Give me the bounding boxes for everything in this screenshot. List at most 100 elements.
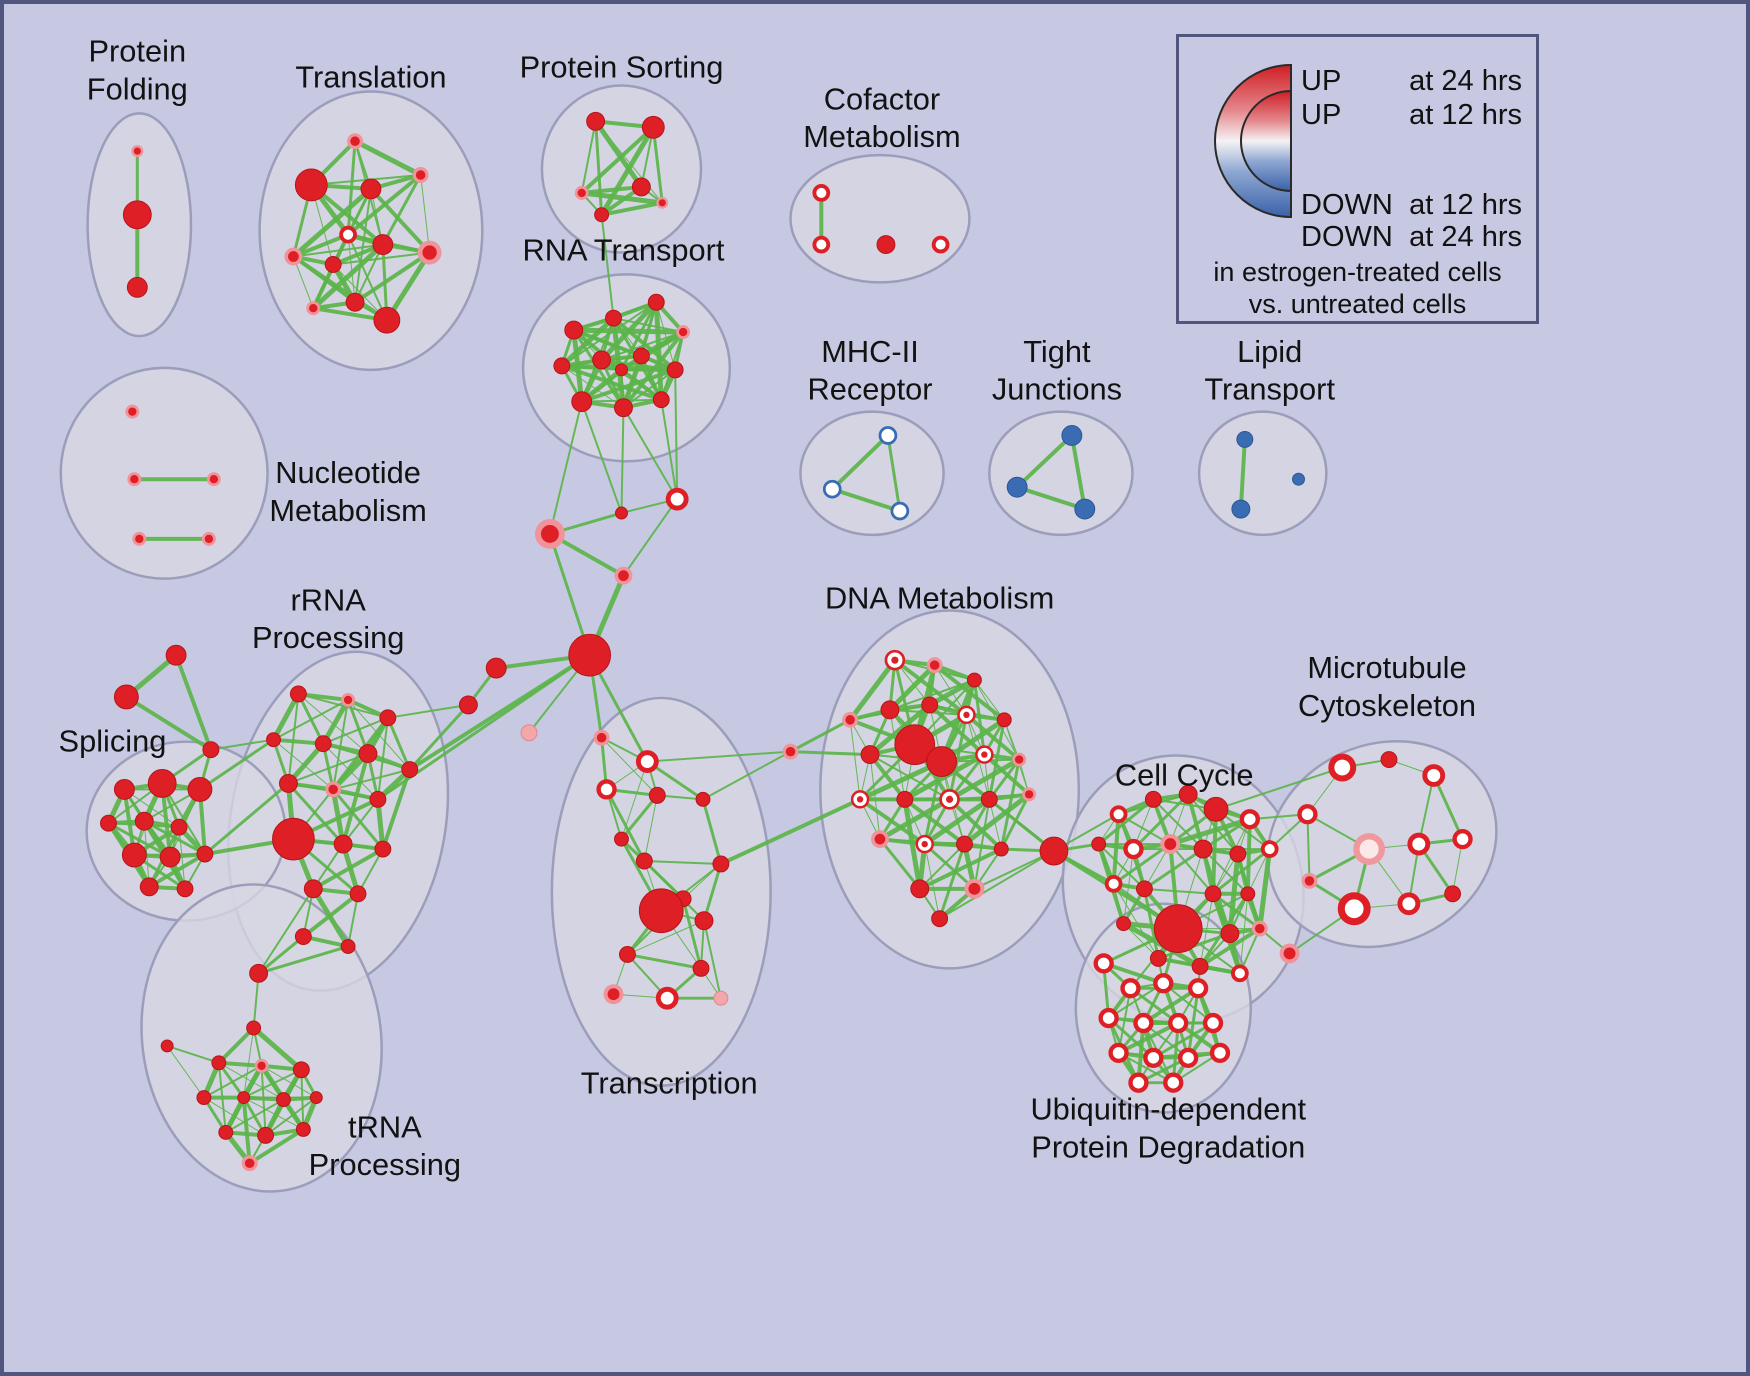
- network-node: [187, 776, 213, 802]
- network-edge: [653, 299, 664, 403]
- network-node: [257, 1126, 275, 1144]
- network-edge: [290, 186, 374, 260]
- network-edge: [347, 892, 360, 948]
- network-edge: [346, 698, 370, 756]
- network-node: [648, 786, 666, 804]
- network-node: [694, 911, 714, 931]
- network-node: [345, 292, 365, 312]
- network-node-core: [785, 746, 796, 757]
- network-node: [202, 741, 220, 759]
- network-edge: [1069, 433, 1087, 512]
- network-node: [1061, 425, 1083, 446]
- network-edge: [1257, 846, 1273, 932]
- network-node: [1120, 978, 1141, 999]
- network-node: [1203, 796, 1229, 822]
- network-node-core: [577, 188, 586, 198]
- network-node: [564, 320, 584, 340]
- network-node: [122, 200, 152, 230]
- network-edge: [973, 679, 1005, 721]
- network-node: [1006, 476, 1028, 498]
- network-edge: [888, 679, 976, 711]
- network-node: [635, 852, 653, 870]
- legend-caption-line2: vs. untreated cells: [1248, 289, 1467, 319]
- network-node: [1328, 753, 1357, 782]
- network-edge: [973, 798, 991, 890]
- network-node: [956, 835, 973, 853]
- network-node: [379, 709, 397, 727]
- network-node: [272, 817, 315, 861]
- network-edge: [1015, 433, 1074, 490]
- network-node: [160, 1039, 174, 1053]
- network-node: [276, 1092, 291, 1108]
- network-node: [880, 700, 900, 720]
- network-node: [635, 750, 659, 773]
- network-edge: [354, 243, 384, 304]
- network-edge: [571, 328, 624, 372]
- network-node: [1193, 839, 1213, 859]
- network-node-core: [130, 475, 139, 484]
- network-node: [1202, 1012, 1224, 1034]
- network-edge: [601, 737, 658, 796]
- network-node: [614, 831, 629, 847]
- network-node: [1337, 892, 1371, 926]
- network-node: [314, 735, 332, 753]
- network-node-core: [891, 656, 899, 664]
- network-edge: [216, 1026, 256, 1065]
- network-edge: [368, 186, 432, 255]
- network-edge: [1186, 792, 1206, 852]
- network-node: [294, 928, 312, 945]
- up-down-legend-glyph: [1214, 63, 1292, 219]
- network-node: [266, 732, 281, 748]
- network-edge: [830, 433, 890, 492]
- network-edge: [209, 738, 275, 751]
- network-node: [638, 888, 684, 934]
- network-edge: [560, 301, 658, 367]
- network-edge: [559, 315, 617, 369]
- network-node: [1135, 880, 1153, 898]
- network-node: [520, 724, 538, 742]
- network-node: [292, 1061, 310, 1079]
- network-node: [1143, 1047, 1164, 1068]
- network-node-core: [968, 882, 981, 895]
- network-edge: [599, 124, 656, 218]
- network-node: [1091, 836, 1107, 852]
- network-edge: [202, 1064, 263, 1099]
- cluster-label-dna-metabolism: DNA Metabolism: [825, 580, 1054, 615]
- network-edge: [868, 752, 907, 802]
- network-edge: [600, 213, 615, 320]
- network-node: [712, 855, 730, 873]
- network-node: [1123, 838, 1144, 860]
- network-node: [931, 910, 949, 928]
- network-node-core: [607, 988, 620, 1001]
- network-edge: [243, 1027, 255, 1099]
- network-node: [860, 745, 880, 765]
- network-node: [1231, 499, 1251, 519]
- network-node: [596, 779, 617, 800]
- network-edge: [1239, 893, 1249, 974]
- network-node: [139, 877, 159, 897]
- network-node-core: [1283, 947, 1296, 960]
- legend-direction-label: DOWN: [1301, 189, 1393, 221]
- network-node: [1133, 1012, 1154, 1034]
- network-edge: [1417, 774, 1435, 846]
- network-node: [1444, 885, 1462, 903]
- network-node: [218, 1124, 234, 1140]
- network-node: [655, 986, 679, 1010]
- network-node: [1116, 916, 1132, 932]
- cluster-ellipse-cofactor-metabolism: [789, 153, 971, 284]
- network-node: [1187, 978, 1209, 999]
- network-edge: [674, 368, 679, 501]
- network-node: [333, 834, 353, 854]
- network-edge: [342, 798, 379, 846]
- network-node-core: [288, 251, 299, 262]
- network-node: [458, 695, 478, 715]
- network-edge: [923, 842, 976, 891]
- network-node: [1239, 809, 1260, 830]
- network-edge: [1151, 1021, 1215, 1060]
- cluster-label-transcription: Transcription: [581, 1066, 758, 1101]
- network-node: [1153, 904, 1203, 953]
- network-node: [631, 177, 651, 197]
- network-node: [196, 1090, 212, 1106]
- network-node-core: [309, 304, 318, 313]
